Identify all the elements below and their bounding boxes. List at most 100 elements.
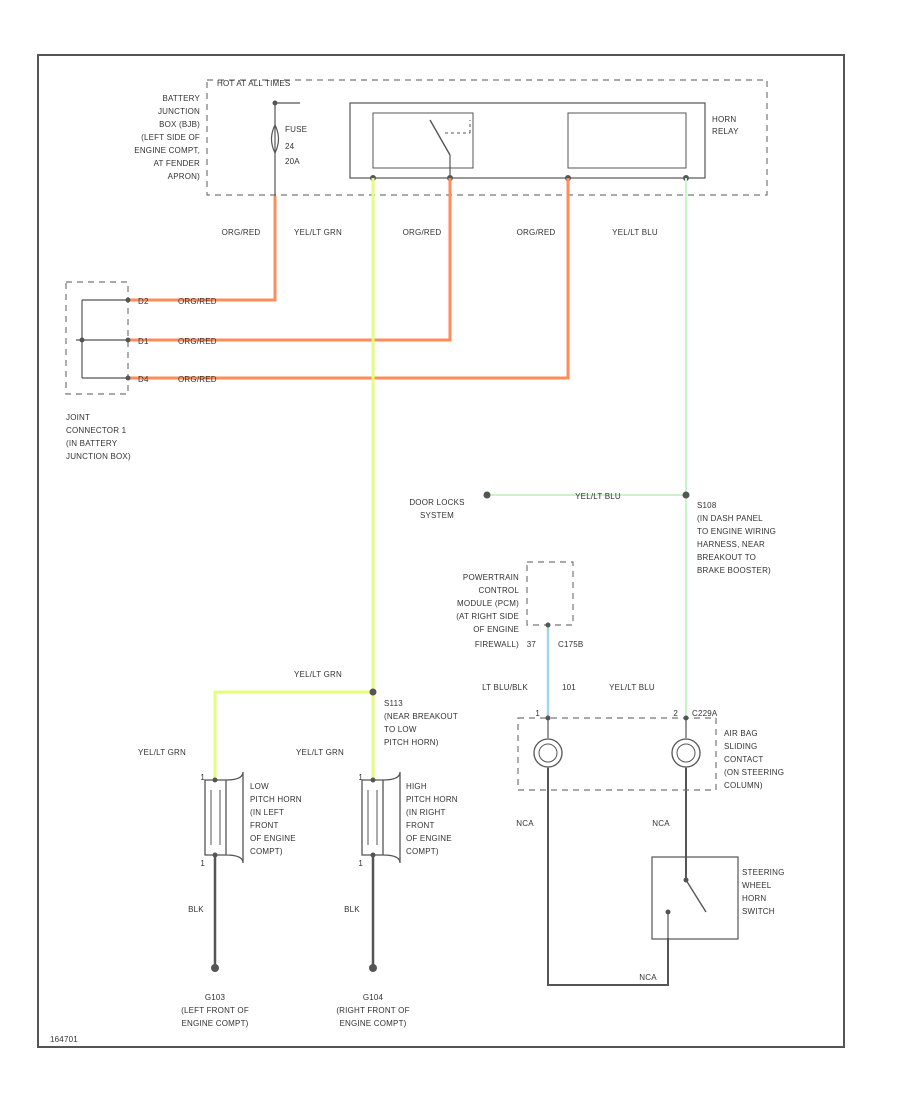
air-bag-pin-number: 1 — [535, 709, 540, 718]
high-horn-label: (IN RIGHT — [406, 808, 446, 817]
pcm-pin-number: 37 — [527, 640, 537, 649]
horn-switch-label: HORN — [742, 894, 766, 903]
ground-label: G104 — [363, 993, 384, 1002]
relay-switch-section — [372, 112, 474, 169]
s113-label: (NEAR BREAKOUT — [384, 712, 458, 721]
low-horn-label: LOW — [250, 782, 269, 791]
pcm-label: OF ENGINE — [473, 625, 519, 634]
diagram-border — [37, 54, 845, 1048]
wire-label: NCA — [652, 819, 670, 828]
ground-label: ENGINE COMPT) — [181, 1019, 248, 1028]
s113-label: TO LOW — [384, 725, 417, 734]
pcm-label: MODULE (PCM) — [457, 599, 519, 608]
joint-pin-dot — [125, 337, 131, 343]
high-horn-label: HIGH — [406, 782, 427, 791]
joint-connector-label: CONNECTOR 1 — [66, 426, 127, 435]
wire-label: YEL/LT GRN — [294, 670, 342, 679]
ground-g104: G104 (RIGHT FRONT OF ENGINE COMPT) — [336, 964, 409, 1028]
high-horn-label: OF ENGINE — [406, 834, 452, 843]
nca-wire — [547, 768, 669, 986]
joint-bus-node — [79, 337, 85, 343]
wire-label: YEL/LT BLU — [575, 492, 621, 501]
wire-label: BLK — [188, 905, 204, 914]
wire-label: YEL/LT GRN — [296, 748, 344, 757]
s108-label: S108 — [697, 501, 717, 510]
joint-pin-wire-label: ORG/RED — [178, 375, 217, 384]
air-bag-label: CONTACT — [724, 755, 763, 764]
air-bag-contact-outline — [517, 717, 717, 791]
wire-label: YEL/LT GRN — [294, 228, 342, 237]
low-horn-label: COMPT) — [250, 847, 283, 856]
joint-pin-dot — [125, 375, 131, 381]
wire-label: NCA — [639, 973, 657, 982]
bjb-location-line: ENGINE COMPT, — [134, 146, 200, 155]
low-horn-label: FRONT — [250, 821, 279, 830]
yel-grn-wire — [213, 690, 373, 780]
s113-splice-dot — [369, 688, 377, 696]
joint-pin-wire-label: ORG/RED — [178, 337, 217, 346]
horn-relay-label: RELAY — [712, 127, 739, 136]
air-bag-label: (ON STEERING — [724, 768, 784, 777]
door-locks-label: DOOR LOCKS — [409, 498, 464, 507]
bjb-location-line: (LEFT SIDE OF — [141, 133, 200, 142]
air-bag-pin-number: 2 — [673, 709, 678, 718]
org-red-wire — [128, 196, 277, 302]
bjb-location-line: BATTERY — [162, 94, 200, 103]
wire-label: YEL/LT BLU — [609, 683, 655, 692]
horn-relay: HORN RELAY — [349, 102, 739, 181]
horn-relay-outline — [349, 102, 706, 179]
org-red-wire — [128, 178, 452, 342]
pcm-pin — [545, 622, 551, 628]
pcm-label: POWERTRAIN — [463, 573, 519, 582]
hot-bus-terminal — [272, 100, 278, 106]
horn-switch-label: WHEEL — [742, 881, 772, 890]
fuse-number: 24 — [285, 142, 295, 151]
steering-wheel-horn-switch: STEERING WHEEL HORN SWITCH — [651, 856, 785, 940]
air-bag-sliding-contact: 1 2 C229A AIR BAG SLIDING CONTACT (ON ST… — [517, 709, 784, 791]
air-bag-label: SLIDING — [724, 742, 757, 751]
air-bag-label: COLUMN) — [724, 781, 763, 790]
s108-splice-dot — [682, 491, 690, 499]
sliding-contact-ring-inner — [538, 743, 558, 763]
joint-pin-wire-label: ORG/RED — [178, 297, 217, 306]
high-horn-pin-number: 1 — [358, 859, 363, 868]
high-horn-label: PITCH HORN — [406, 795, 458, 804]
splice-s113: S113 (NEAR BREAKOUT TO LOW PITCH HORN) — [369, 688, 458, 747]
fuse-rating: 20A — [285, 157, 300, 166]
joint-connector-label: JOINT — [66, 413, 90, 422]
low-pitch-horn: 1 1 LOW PITCH HORN (IN LEFT FRONT OF ENG… — [200, 771, 302, 868]
wire-label: ORG/RED — [403, 228, 442, 237]
bjb-location-label: BATTERY JUNCTION BOX (BJB) (LEFT SIDE OF… — [134, 94, 200, 181]
joint-pin-id: D1 — [138, 337, 149, 346]
org-red-wire — [128, 178, 570, 380]
joint-connector-outline — [65, 281, 129, 395]
low-horn-label: (IN LEFT — [250, 808, 284, 817]
s108-label: (IN DASH PANEL — [697, 514, 763, 523]
air-bag-connector-id: C229A — [692, 709, 718, 718]
powertrain-control-module: POWERTRAIN CONTROL MODULE (PCM) (AT RIGH… — [456, 561, 583, 692]
bjb-location-line: APRON) — [168, 172, 200, 181]
s113-label: PITCH HORN) — [384, 738, 439, 747]
pcm-connector-id: C175B — [558, 640, 583, 649]
high-horn-pin-number: 1 — [358, 773, 363, 782]
horn-switch-blade — [685, 879, 707, 913]
horn-relay-label: HORN — [712, 115, 736, 124]
pcm-label: (AT RIGHT SIDE — [456, 612, 519, 621]
low-horn-label: PITCH HORN — [250, 795, 302, 804]
horn-switch-label: STEERING — [742, 868, 785, 877]
s108-label: BREAKOUT TO — [697, 553, 756, 562]
pcm-label: FIREWALL) — [475, 640, 519, 649]
splice-s108: S108 (IN DASH PANEL TO ENGINE WIRING HAR… — [682, 491, 776, 575]
ground-symbol — [369, 964, 377, 972]
wire-label: BLK — [344, 905, 360, 914]
high-horn-label: COMPT) — [406, 847, 439, 856]
wire-label: ORG/RED — [222, 228, 261, 237]
bjb-location-line: JUNCTION — [158, 107, 200, 116]
high-horn-pin-bottom — [370, 852, 376, 858]
horn-switch-outline — [651, 856, 739, 940]
hot-at-all-times-label: HOT AT ALL TIMES — [217, 79, 290, 88]
pcm-label: CONTROL — [478, 586, 519, 595]
joint-connector-1: D2 D1 D4 ORG/RED ORG/RED ORG/RED JOINT C… — [65, 281, 217, 461]
fuse-label: FUSE — [285, 125, 307, 134]
wire-label: YEL/LT GRN — [138, 748, 186, 757]
